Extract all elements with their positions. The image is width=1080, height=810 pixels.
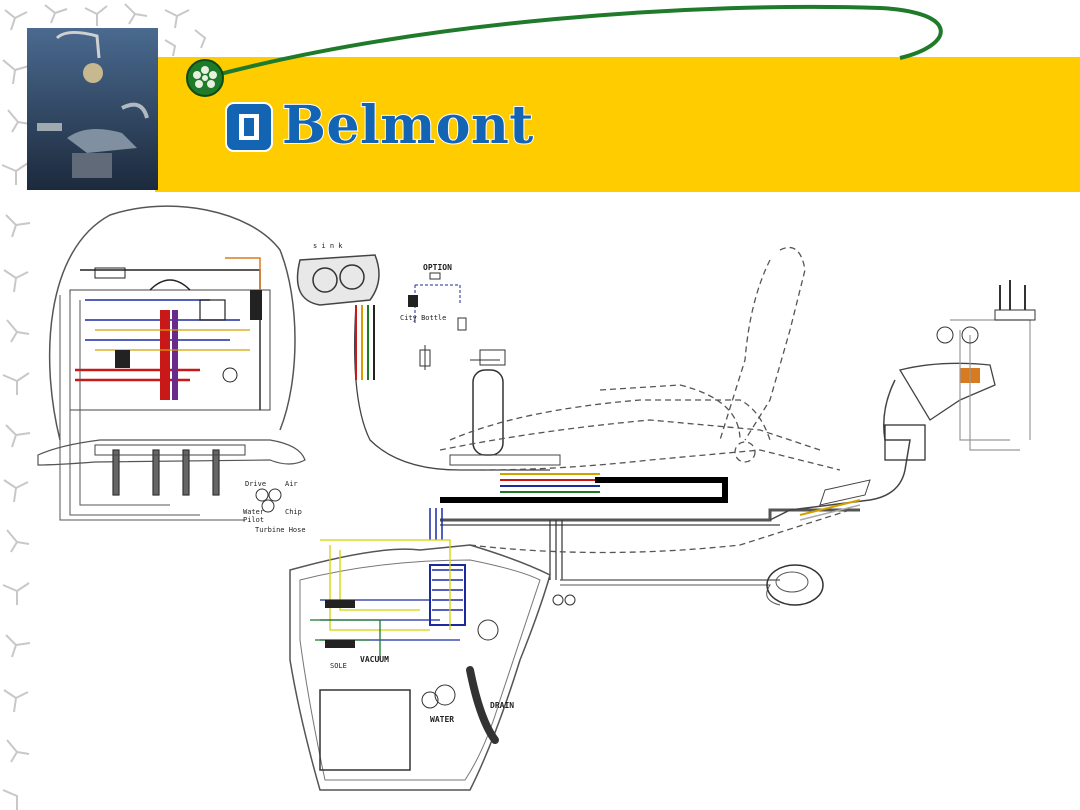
delivery-head-unit: Drive Air Water Chip Pilot Turbine Hose [37, 205, 306, 534]
tubing-connector-icon [186, 59, 224, 97]
pilot-label: Pilot [243, 516, 264, 524]
dental-chair-photo [27, 28, 158, 190]
sink-label: s i n k [313, 242, 343, 250]
turbine-hose-label: Turbine Hose [255, 526, 306, 534]
water-port-label: Water [243, 508, 264, 516]
foot-control [552, 564, 824, 606]
hose-bundles [429, 473, 860, 606]
assistant-arm [769, 280, 1036, 521]
dental-chair-photo-icon [27, 28, 158, 190]
vacuum-label: VACUUM [360, 655, 389, 664]
air-label: Air [285, 480, 298, 488]
chair-outline [439, 246, 851, 554]
option-label: OPTION [423, 263, 452, 272]
left-decorative-pattern [1, 9, 31, 810]
plumbing-diagram: Drive Air Water Chip Pilot Turbine Hose … [37, 205, 1036, 791]
handpiece-port-legend: Drive Air Water Chip Pilot Turbine Hose [243, 480, 306, 534]
brand-name: Belmont [281, 95, 534, 157]
drive-label: Drive [245, 480, 266, 488]
belmont-logo-icon [225, 102, 273, 152]
city-bottle-label: City Bottle [400, 314, 446, 322]
solenoid-label: SOLE [330, 662, 347, 670]
water-label: WATER [430, 715, 454, 724]
bottle-system: s i n k OPTION City Bottle [296, 242, 561, 471]
cuspidor-base: VACUUM SOLE WATER DRAIN [289, 539, 551, 791]
chip-label: Chip [285, 508, 302, 516]
drain-label: DRAIN [490, 701, 514, 710]
